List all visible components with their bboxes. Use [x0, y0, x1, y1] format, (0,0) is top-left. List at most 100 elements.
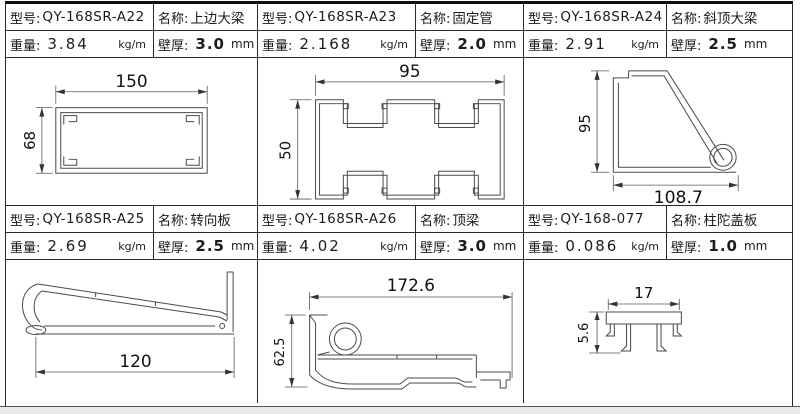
dim-width-label: 150 — [115, 71, 147, 91]
thickness-value: 2.5 — [708, 35, 738, 53]
profile-drawing-a24: 95 108.7 — [576, 70, 739, 205]
name-cell-a23: 名称: 固定管 — [416, 4, 524, 31]
thickness-label: 壁厚: — [671, 38, 702, 54]
name-label: 名称: — [671, 213, 702, 229]
weight-label: 重量: — [10, 240, 41, 256]
weight-cell-077: 重量: 0.086 kg/m — [524, 233, 667, 260]
thickness-unit: mm — [230, 37, 255, 51]
drawing-cell-a23: 95 50 — [258, 58, 524, 206]
weight-label: 重量: — [10, 38, 41, 54]
name-value: 转向板 — [190, 213, 231, 229]
model-cell-a24: 型号: QY-168SR-A24 — [524, 4, 667, 31]
thickness-cell-a26: 壁厚: 3.0 mm — [416, 233, 524, 260]
dim-width-label: 172.6 — [387, 275, 435, 295]
name-label: 名称: — [420, 11, 451, 27]
thickness-value: 3.0 — [195, 35, 225, 53]
model-value: QY-168SR-A24 — [560, 9, 663, 25]
model-label: 型号: — [528, 11, 559, 27]
name-label: 名称: — [420, 213, 451, 229]
dim-height-label: 50 — [277, 141, 295, 160]
thickness-value: 2.0 — [457, 35, 487, 53]
name-cell-a25: 名称: 转向板 — [154, 206, 258, 233]
weight-value: 3.84 — [47, 35, 89, 53]
thickness-cell-a24: 壁厚: 2.5 mm — [667, 31, 792, 58]
dim-width-label: 95 — [399, 61, 420, 81]
model-value: QY-168-077 — [560, 211, 644, 227]
model-value: QY-168SR-A22 — [42, 9, 145, 25]
weight-unit: kg/m — [631, 37, 659, 51]
profile-drawing-a26: 172.6 62.5 — [273, 275, 513, 390]
thickness-cell-077: 壁厚: 1.0 mm — [667, 233, 792, 260]
weight-label: 重量: — [528, 240, 559, 256]
weight-cell-a25: 重量: 2.69 kg/m — [6, 233, 154, 260]
model-cell-a22: 型号: QY-168SR-A22 — [6, 4, 154, 31]
weight-unit: kg/m — [380, 37, 408, 51]
name-cell-077: 名称: 柱陀盖板 — [667, 206, 792, 233]
thickness-label: 壁厚: — [158, 240, 189, 256]
drawing-cell-a22: 150 68 — [6, 58, 258, 206]
sheet-bottom-edge — [0, 406, 800, 414]
weight-cell-a22: 重量: 3.84 kg/m — [6, 31, 154, 58]
thickness-unit: mm — [492, 239, 517, 253]
thickness-label: 壁厚: — [671, 240, 702, 256]
thickness-value: 3.0 — [457, 237, 487, 255]
model-cell-077: 型号: QY-168-077 — [524, 206, 667, 233]
name-cell-a22: 名称: 上边大梁 — [154, 4, 258, 31]
weight-label: 重量: — [528, 38, 559, 54]
weight-label: 重量: — [262, 38, 293, 54]
weight-value: 2.168 — [299, 35, 353, 53]
name-label: 名称: — [158, 11, 189, 27]
name-cell-a24: 名称: 斜顶大梁 — [667, 4, 792, 31]
dim-height-label: 95 — [576, 114, 594, 133]
profile-drawing-a25: 120 — [21, 271, 235, 378]
thickness-unit: mm — [230, 239, 255, 253]
model-label: 型号: — [262, 11, 293, 27]
thickness-cell-a25: 壁厚: 2.5 mm — [154, 233, 258, 260]
thickness-label: 壁厚: — [158, 38, 189, 54]
weight-cell-a26: 重量: 4.02 kg/m — [258, 233, 416, 260]
drawing-cell-077: 17 5.6 — [524, 260, 792, 403]
model-value: QY-168SR-A23 — [294, 9, 397, 25]
thickness-unit: mm — [743, 37, 768, 51]
name-value: 固定管 — [452, 11, 493, 27]
drawing-cell-a26: 172.6 62.5 — [258, 260, 524, 403]
thickness-label: 壁厚: — [420, 240, 451, 256]
model-label: 型号: — [528, 213, 559, 229]
name-value: 柱陀盖板 — [703, 213, 758, 229]
name-value: 上边大梁 — [190, 11, 245, 27]
weight-value: 2.91 — [565, 35, 607, 53]
weight-unit: kg/m — [631, 239, 659, 253]
dim-width-label: 17 — [634, 284, 653, 302]
weight-unit: kg/m — [118, 37, 146, 51]
name-label: 名称: — [158, 213, 189, 229]
profile-drawing-a22: 150 68 — [21, 71, 208, 174]
drawing-cell-a24: 95 108.7 — [524, 58, 792, 206]
weight-value: 2.69 — [47, 237, 89, 255]
profile-drawing-a23: 95 50 — [277, 61, 505, 200]
thickness-cell-a22: 壁厚: 3.0 mm — [154, 31, 258, 58]
weight-value: 0.086 — [565, 237, 619, 255]
name-value: 顶梁 — [452, 213, 480, 229]
dim-height-label: 68 — [21, 131, 39, 150]
model-cell-a23: 型号: QY-168SR-A23 — [258, 4, 416, 31]
dim-height-label: 5.6 — [577, 323, 592, 344]
weight-unit: kg/m — [118, 239, 146, 253]
profile-drawing-077: 17 5.6 — [577, 284, 683, 354]
name-value: 斜顶大梁 — [703, 11, 758, 27]
model-label: 型号: — [10, 213, 41, 229]
model-label: 型号: — [262, 213, 293, 229]
thickness-label: 壁厚: — [420, 38, 451, 54]
name-label: 名称: — [671, 11, 702, 27]
weight-cell-a23: 重量: 2.168 kg/m — [258, 31, 416, 58]
model-cell-a25: 型号: QY-168SR-A25 — [6, 206, 154, 233]
spec-table: 型号: QY-168SR-A22 名称: 上边大梁 型号: QY-168SR-A… — [5, 1, 793, 407]
thickness-unit: mm — [492, 37, 517, 51]
drawing-cell-a25: 120 — [6, 260, 258, 403]
weight-cell-a24: 重量: 2.91 kg/m — [524, 31, 667, 58]
thickness-value: 2.5 — [195, 237, 225, 255]
weight-unit: kg/m — [380, 239, 408, 253]
model-value: QY-168SR-A25 — [42, 211, 145, 227]
model-label: 型号: — [10, 11, 41, 27]
weight-value: 4.02 — [299, 237, 341, 255]
